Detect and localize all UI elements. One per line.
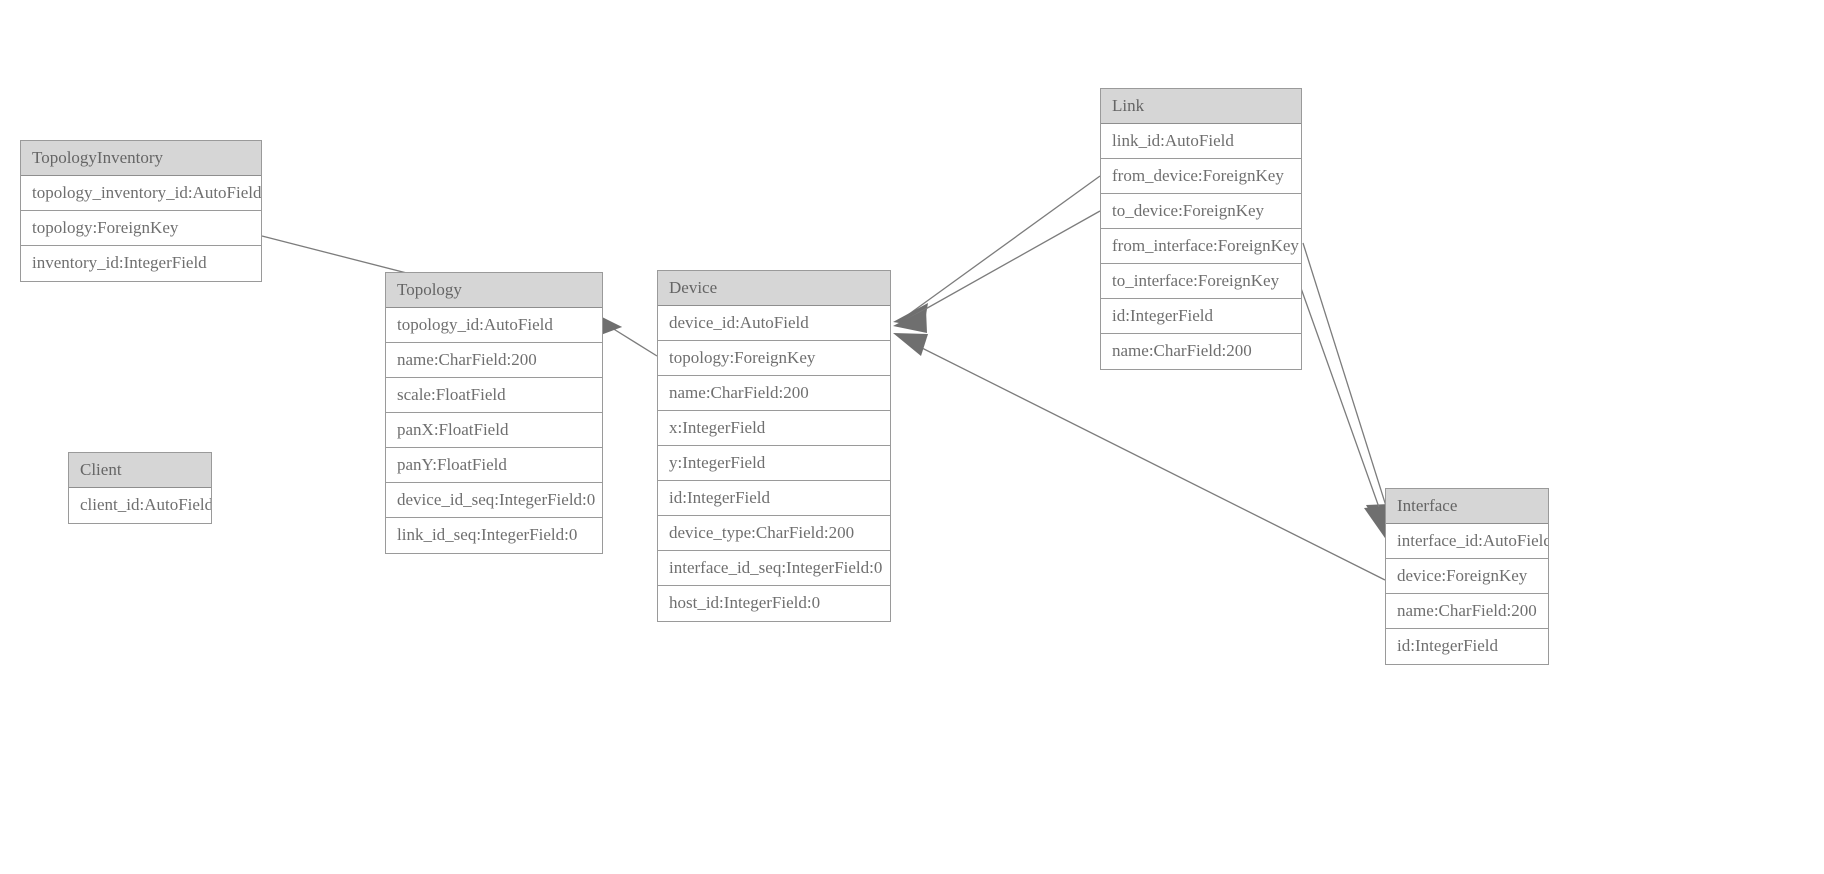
relationship-link-to-interface (1296, 276, 1388, 538)
entity-link-field-6: name:CharField:200 (1101, 334, 1301, 369)
entity-device-title: Device (658, 271, 890, 306)
entity-topology-field-5: device_id_seq:IntegerField:0 (386, 483, 602, 518)
entity-interface-field-3: id:IntegerField (1386, 629, 1548, 664)
entity-device-field-1: topology:ForeignKey (658, 341, 890, 376)
entity-topology-field-0: topology_id:AutoField (386, 308, 602, 343)
entity-topologyinventory[interactable]: TopologyInventory topology_inventory_id:… (20, 140, 262, 282)
entity-link-field-5: id:IntegerField (1101, 299, 1301, 334)
entity-interface-field-0: interface_id:AutoField (1386, 524, 1548, 559)
entity-topologyinventory-field-1: topology:ForeignKey (21, 211, 261, 246)
entity-link-field-3: from_interface:ForeignKey (1101, 229, 1301, 264)
entity-client-title: Client (69, 453, 211, 488)
entity-link[interactable]: Link link_id:AutoField from_device:Forei… (1100, 88, 1302, 370)
entity-topology-title: Topology (386, 273, 602, 308)
entity-device-field-0: device_id:AutoField (658, 306, 890, 341)
entity-link-field-1: from_device:ForeignKey (1101, 159, 1301, 194)
entity-topology-field-1: name:CharField:200 (386, 343, 602, 378)
entity-topologyinventory-field-0: topology_inventory_id:AutoField (21, 176, 261, 211)
entity-topology-field-2: scale:FloatField (386, 378, 602, 413)
relationship-link-from-interface (1302, 242, 1393, 538)
relationship-interface-device (893, 333, 1386, 581)
entity-device-field-8: host_id:IntegerField:0 (658, 586, 890, 621)
entity-topologyinventory-field-2: inventory_id:IntegerField (21, 246, 261, 281)
entity-interface[interactable]: Interface interface_id:AutoField device:… (1385, 488, 1549, 665)
entity-topology-field-4: panY:FloatField (386, 448, 602, 483)
entity-topology-field-6: link_id_seq:IntegerField:0 (386, 518, 602, 553)
entity-client-field-0: client_id:AutoField (69, 488, 211, 523)
entity-link-title: Link (1101, 89, 1301, 124)
entity-topologyinventory-title: TopologyInventory (21, 141, 261, 176)
entity-device[interactable]: Device device_id:AutoField topology:Fore… (657, 270, 891, 622)
relationship-link-from-device (893, 175, 1101, 327)
entity-device-field-2: name:CharField:200 (658, 376, 890, 411)
entity-device-field-6: device_type:CharField:200 (658, 516, 890, 551)
entity-device-field-3: x:IntegerField (658, 411, 890, 446)
entity-link-field-2: to_device:ForeignKey (1101, 194, 1301, 229)
entity-link-field-0: link_id:AutoField (1101, 124, 1301, 159)
entity-topology-field-3: panX:FloatField (386, 413, 602, 448)
entity-interface-field-2: name:CharField:200 (1386, 594, 1548, 629)
entity-device-field-5: id:IntegerField (658, 481, 890, 516)
relationship-link-to-device (893, 210, 1101, 333)
entity-interface-field-1: device:ForeignKey (1386, 559, 1548, 594)
entity-client[interactable]: Client client_id:AutoField (68, 452, 212, 524)
entity-device-field-4: y:IntegerField (658, 446, 890, 481)
entity-device-field-7: interface_id_seq:IntegerField:0 (658, 551, 890, 586)
entity-topology[interactable]: Topology topology_id:AutoField name:Char… (385, 272, 603, 554)
entity-interface-title: Interface (1386, 489, 1548, 524)
entity-link-field-4: to_interface:ForeignKey (1101, 264, 1301, 299)
